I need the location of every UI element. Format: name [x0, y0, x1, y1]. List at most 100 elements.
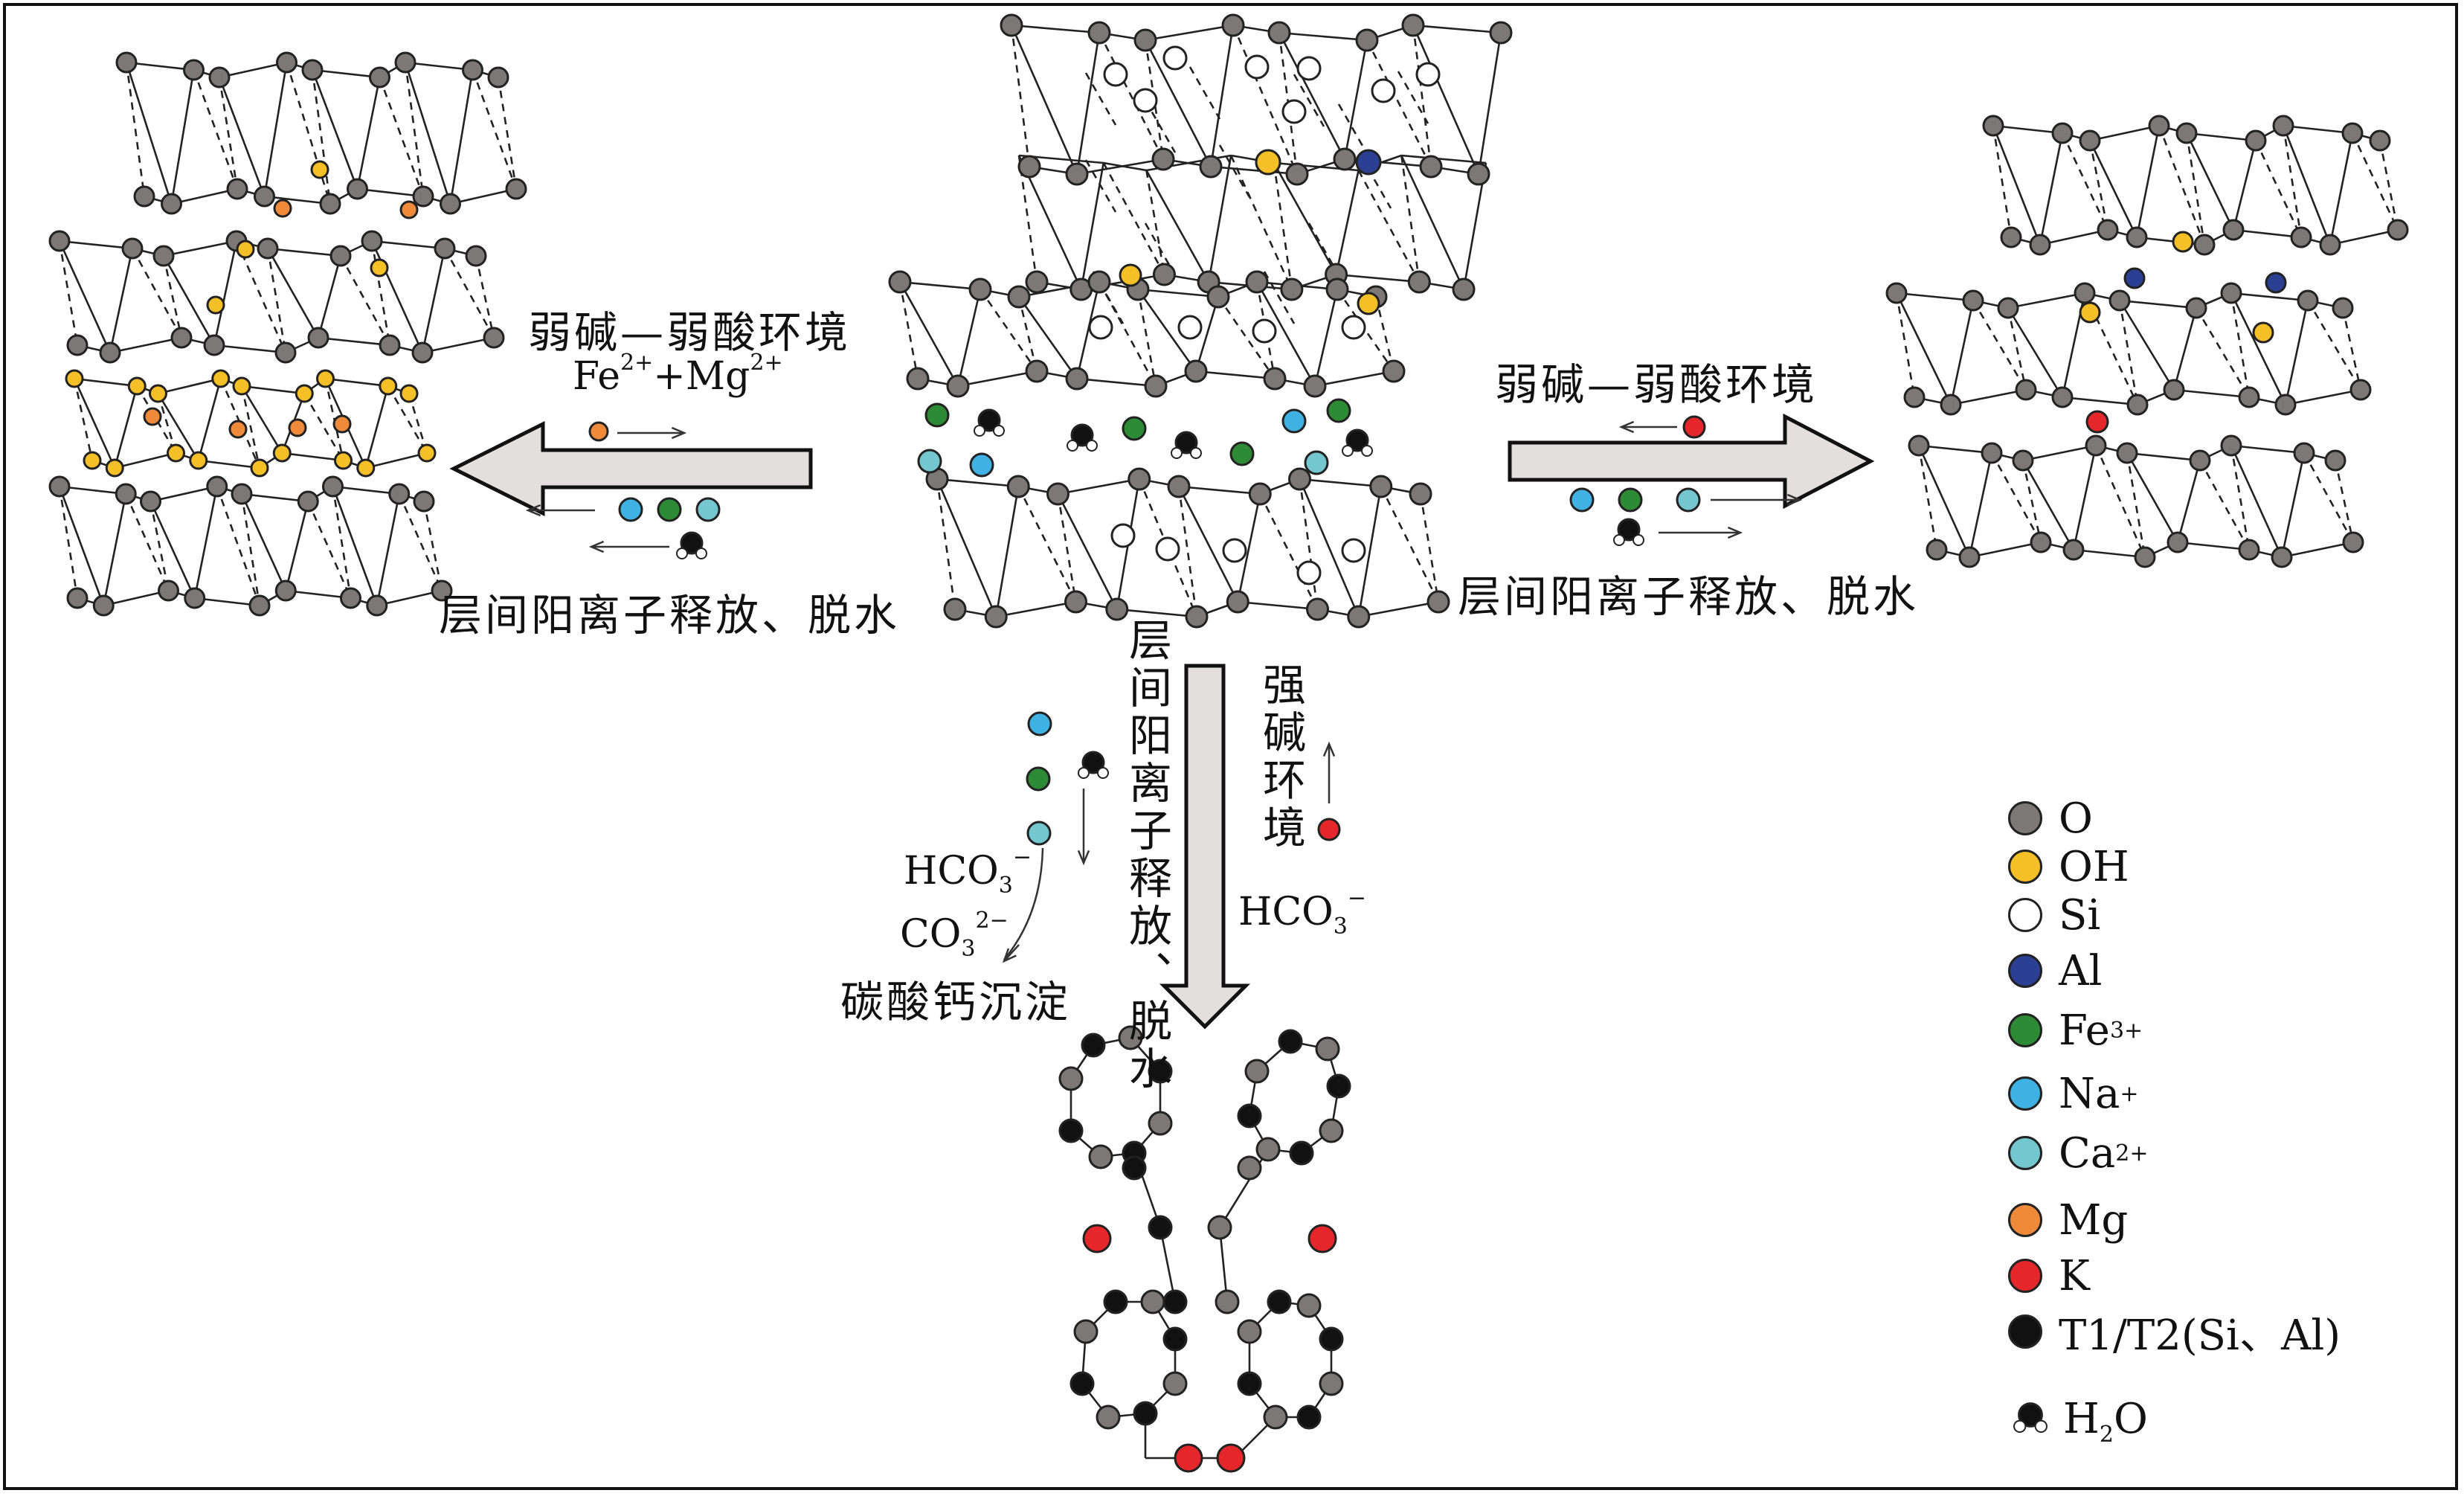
bond-line: [422, 501, 443, 591]
hydroxyl-atom: [105, 458, 124, 478]
oxygen-atom: [465, 245, 487, 267]
bond-line: [1137, 288, 1219, 298]
bond-line: [59, 485, 126, 495]
silicon-atom: [1296, 56, 1322, 81]
framework-atom: [1237, 1155, 1262, 1181]
oxygen-atom: [1997, 297, 2019, 319]
bond-line: [1057, 493, 1118, 610]
sodium-ion: [1569, 487, 1595, 513]
bond-line: [311, 69, 332, 205]
potassium-atom: [1307, 1224, 1337, 1253]
tetrahedral-site: [1326, 1073, 1351, 1099]
oxygen-atom: [297, 490, 319, 513]
iron-ion: [657, 497, 682, 522]
oxygen-atom: [2238, 539, 2260, 561]
bond-line: [1207, 155, 1232, 283]
oxygen-atom: [1199, 155, 1223, 179]
bond-line: [332, 485, 399, 495]
oxygen-atom: [276, 51, 297, 74]
oxygen-atom: [1065, 367, 1089, 391]
tetrahedral-site: [1267, 1289, 1292, 1314]
sodium-ion: [618, 497, 643, 522]
water-oxygen: [977, 408, 1001, 432]
bond-line: [2185, 132, 2206, 245]
hydroxyl-atom: [127, 376, 147, 396]
water-oxygen: [1174, 431, 1198, 455]
oxygen-atom: [2030, 531, 2052, 553]
oxygen-atom: [2220, 434, 2242, 457]
oxygen-atom: [431, 580, 453, 602]
ion-markers: [525, 415, 1803, 963]
tetrahedral-site: [1278, 1029, 1303, 1054]
bond-line: [2173, 388, 2250, 399]
oxygen-atom: [48, 230, 71, 252]
iron-ion: [1618, 487, 1643, 513]
bond-line: [365, 452, 428, 469]
bond-line: [1010, 25, 1078, 175]
bond-line: [2007, 292, 2085, 309]
oxygen-atom: [388, 483, 411, 505]
oxygen-atom: [1369, 475, 1393, 498]
oxygen-atom: [1144, 374, 1168, 398]
bond-line: [125, 493, 170, 591]
bond-line: [996, 600, 1076, 618]
hydroxyl-atom: [1357, 292, 1380, 315]
bond-line: [1010, 25, 1031, 167]
bond-line: [443, 248, 495, 338]
bond-line: [936, 478, 1019, 488]
bond-line: [1299, 478, 1319, 610]
legend-item: T1/T2(Si、Al): [2008, 1309, 2341, 1360]
bond-line: [241, 492, 309, 503]
legend-label: Mg: [2059, 1195, 2129, 1245]
legend-water-text: 2: [2099, 1421, 2114, 1448]
oxygen-atom: [1280, 277, 1304, 301]
bottom-structure: [1058, 1025, 1351, 1473]
water-hydrogen: [1342, 445, 1354, 457]
oxygen-atom: [1267, 21, 1291, 45]
oxygen-atom: [1025, 270, 1049, 294]
hydroxyl-atom: [399, 384, 419, 403]
hydroxyl-atom: [211, 369, 231, 388]
water-molecule: [1078, 751, 1109, 779]
silicon-atom: [1371, 78, 1396, 103]
oxygen-atom: [1255, 1137, 1281, 1162]
bond-line: [1136, 289, 1157, 387]
silicon-atom: [1110, 523, 1136, 548]
interlayer-ion: [1304, 450, 1329, 475]
bond-line: [1218, 144, 1251, 198]
magnesium-atom: [288, 418, 307, 437]
small-arrow-head: [1727, 526, 1743, 539]
legend-swatch: [2008, 1259, 2042, 1293]
bond-line: [1477, 32, 1502, 175]
oxygen-atom: [2293, 442, 2315, 464]
bond-line: [472, 69, 518, 190]
bond-line: [1011, 24, 1100, 34]
interlayer-ion: [1122, 416, 1147, 441]
oxygen-atom: [2163, 379, 2185, 401]
legend-water-text: H: [2063, 1394, 2100, 1443]
oxygen-atom: [1006, 475, 1030, 498]
right-release-label: 层间阳离子释放、脱水: [1458, 571, 1920, 622]
oxygen-atom: [254, 185, 275, 208]
oxygen-atom: [2012, 449, 2034, 472]
legend-item-water: H2O: [2008, 1395, 2148, 1448]
oxygen-atom: [1088, 1144, 1113, 1169]
water-hydrogen: [993, 425, 1005, 437]
bond-line: [2186, 132, 2256, 142]
water-hydrogen: [695, 548, 707, 559]
bond-line: [497, 77, 518, 190]
bond-line: [2254, 140, 2303, 238]
oxygen-atom: [2332, 297, 2354, 319]
bond-line: [103, 589, 169, 607]
magnesium-atom: [332, 414, 352, 434]
oxygen-atom: [158, 580, 179, 602]
oxygen-atom: [440, 193, 461, 215]
legend-swatch: [2008, 1314, 2042, 1349]
bond-line: [284, 501, 309, 591]
oxygen-atom: [257, 237, 279, 260]
oxygen-atom: [92, 594, 115, 617]
bond-line: [1103, 161, 1147, 172]
bond-line: [311, 69, 358, 190]
